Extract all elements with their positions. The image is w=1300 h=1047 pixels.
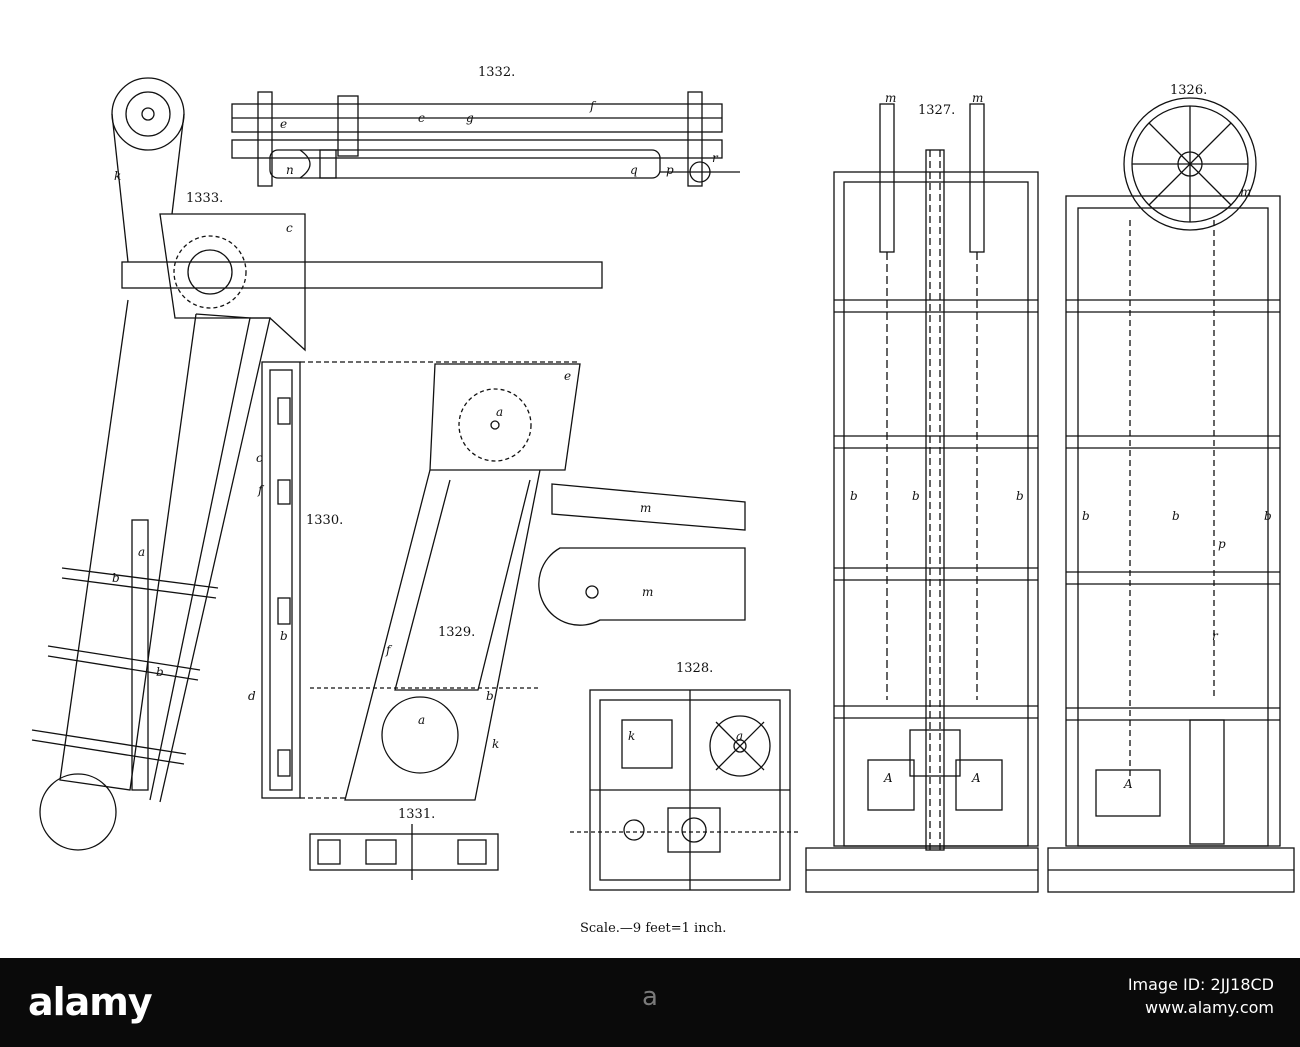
label-r-1326: r	[1212, 629, 1219, 643]
figure-1329: 1329. a e a f b k m m	[310, 363, 746, 801]
figure-1326: 1326. b b b A m p r	[1047, 83, 1295, 893]
label-m2-1329: m	[640, 501, 651, 515]
label-c: c	[418, 111, 425, 125]
figure-label-1328: 1328.	[676, 661, 713, 676]
label-m-1329: m	[642, 585, 653, 599]
label-d-1330: d	[248, 689, 256, 703]
label-A2-1327: A	[971, 771, 981, 785]
label-b3-1326: b	[1264, 509, 1272, 523]
label-f-1330: f	[257, 483, 265, 497]
figure-1327: 1327. m m b b b A A	[805, 91, 1039, 893]
label-b3-1327: b	[1016, 489, 1024, 503]
label-p: p	[666, 163, 674, 177]
figure-label-1326: 1326.	[1170, 83, 1207, 98]
label-q: q	[630, 163, 638, 177]
label-b2-1327: b	[912, 489, 920, 503]
figure-label-1331: 1331.	[398, 807, 435, 822]
watermark-footer	[0, 958, 1300, 1047]
label-g: g	[466, 111, 474, 125]
label-k: k	[114, 169, 121, 183]
machine-drawings: 1332. e c g f n q p r 1333. k c	[31, 65, 1295, 936]
scale-caption: Scale.—9 feet=1 inch.	[580, 921, 726, 936]
label-k-1329: k	[492, 737, 499, 751]
figure-label-1330: 1330.	[306, 513, 343, 528]
figure-label-1333: 1333.	[186, 191, 223, 206]
label-c-top: c	[286, 221, 293, 235]
label-a2-1329: a	[418, 713, 425, 727]
watermark-center-mark: a	[642, 982, 658, 1012]
label-b-1329: b	[486, 689, 494, 703]
label-m2-1327: m	[972, 91, 983, 105]
label-b-1326: b	[1082, 509, 1090, 523]
label-a-1329: a	[496, 405, 503, 419]
engraving-plate: 1332. e c g f n q p r 1333. k c	[31, 65, 1295, 936]
figure-label-1332: 1332.	[478, 65, 515, 80]
label-a: a	[138, 545, 145, 559]
image-credit: Image ID: 2JJ18CD www.alamy.com	[1128, 975, 1274, 1017]
label-b2: b	[156, 665, 164, 679]
figure-label-1327: 1327.	[918, 103, 955, 118]
figure-label-1329: 1329.	[438, 625, 475, 640]
label-b2-1326: b	[1172, 509, 1180, 523]
label-A-1326: A	[1123, 777, 1133, 791]
label-e-1329: e	[564, 369, 571, 383]
label-A-1327: A	[883, 771, 893, 785]
label-r: r	[712, 151, 719, 165]
label-m-1326: m	[1240, 185, 1251, 199]
label-e: e	[280, 117, 287, 131]
figure-1331: 1331.	[309, 807, 499, 880]
label-b: b	[112, 571, 120, 585]
figure-1332: 1332. e c g f n q p r	[231, 65, 740, 187]
image-id-text: Image ID: 2JJ18CD	[1127, 975, 1274, 994]
label-n: n	[286, 163, 294, 177]
label-b-1327: b	[850, 489, 858, 503]
label-b-1330: b	[280, 629, 288, 643]
label-k-1328: k	[628, 729, 635, 743]
label-c-1330: c	[256, 451, 263, 465]
label-f: f	[589, 99, 597, 113]
source-url-text: www.alamy.com	[1145, 998, 1274, 1017]
figure-1333: 1333. k c a b b	[31, 77, 603, 851]
label-a-1328: a	[736, 729, 743, 743]
label-f-1329: f	[385, 643, 393, 657]
figure-1330: 1330. c f b d	[248, 361, 580, 799]
alamy-logo: alamy	[28, 980, 153, 1024]
label-p-1326: p	[1218, 537, 1226, 551]
label-m-1327: m	[885, 91, 896, 105]
figure-1328: 1328. k a Scale.—9 feet=1 inch.	[570, 661, 800, 936]
